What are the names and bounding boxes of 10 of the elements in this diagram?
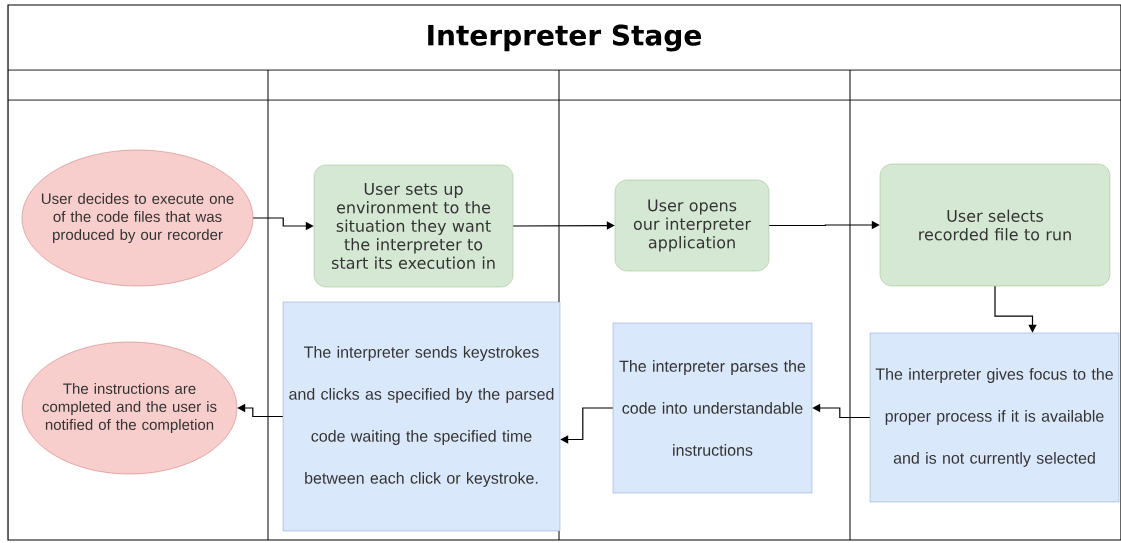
process-box: The interpreter parses the code into understandable instructions [612,322,813,494]
process-box: User sets up environment to the situation they want the interpreter to start its execution in [313,164,514,288]
arrow [994,285,1037,333]
process-box: User selects recorded file to run [879,163,1111,287]
arrow [512,221,615,230]
arrow [560,407,614,444]
title: Interpreter Stage [428,24,701,52]
process-box: User opens our interpreter application [614,179,770,272]
process-box: The interpreter sends keystrokes and clicks as specified by the parsed code waiting the specified time between each click or keystroke. [282,301,561,532]
process-box: The interpreter gives focus to the proper process if it is available and is not currently selected [869,332,1120,503]
